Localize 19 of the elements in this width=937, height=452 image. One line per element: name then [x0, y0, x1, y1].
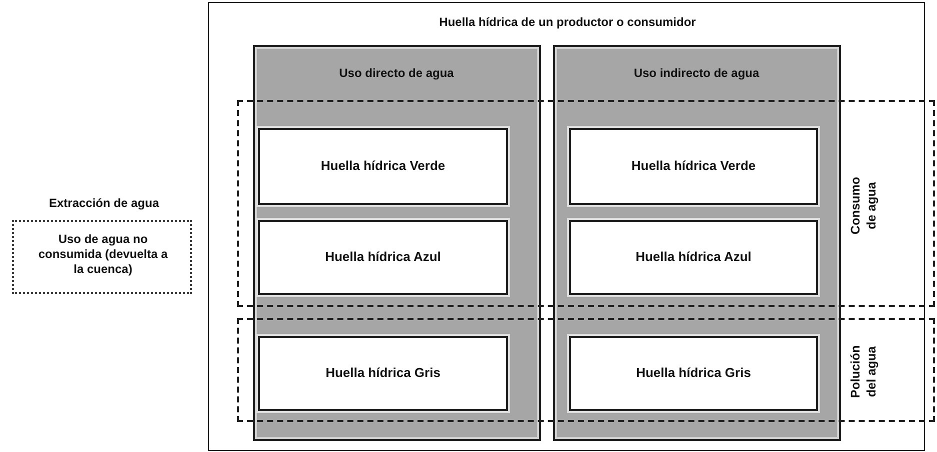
box-text: Uso de agua no consumida (devuelta a la cuenca)	[37, 232, 169, 277]
box-label: Huella hídrica Azul	[325, 249, 441, 266]
column-heading: Uso indirecto de agua	[632, 66, 760, 80]
box-label: Huella hídrica Gris	[636, 365, 751, 382]
box-heading: Extracción de agua	[48, 196, 160, 211]
band-label: Polución del agua	[848, 344, 880, 400]
process-box	[258, 220, 508, 295]
band-label: Consumo de agua	[848, 176, 880, 236]
process-box	[258, 336, 508, 411]
process-box	[258, 128, 508, 205]
box-label: Huella hídrica Gris	[326, 365, 440, 382]
box-label: Huella hídrica Verde	[631, 158, 756, 175]
box-label: Huella hídrica Azul	[636, 249, 752, 266]
process-box	[569, 220, 818, 295]
process-box	[569, 128, 818, 205]
process-box	[569, 336, 818, 411]
box-label: Huella hídrica Verde	[320, 158, 446, 175]
column-heading: Uso directo de agua	[338, 66, 455, 80]
frame-title: Huella hídrica de un productor o consumidor	[438, 15, 697, 30]
